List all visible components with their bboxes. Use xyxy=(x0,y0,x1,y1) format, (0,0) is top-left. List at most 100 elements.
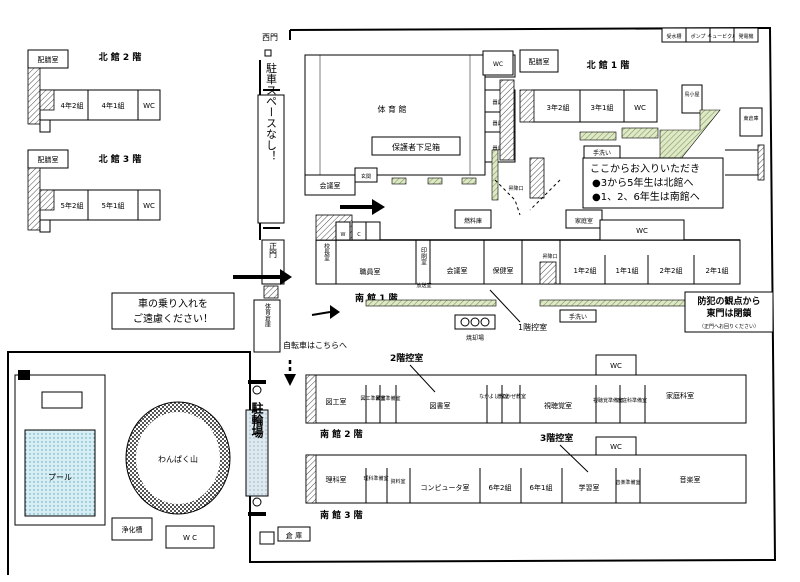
science-prep: 理科準備室 xyxy=(363,475,388,482)
principal-room: 校長室 xyxy=(323,242,330,261)
warehouse: 倉 庫 xyxy=(286,531,302,540)
haizen-label: 配膳室 xyxy=(38,55,59,64)
north1-block xyxy=(531,89,658,123)
staff-room: 職員室 xyxy=(360,267,381,276)
north1-haizen: 配膳室 xyxy=(529,57,550,66)
stair-block xyxy=(27,67,41,125)
wc-label: WC xyxy=(143,102,155,110)
parking-text: 駐車スペースなし！ xyxy=(265,61,278,161)
gym-title: 体 育 館 xyxy=(377,104,406,114)
parking-sign xyxy=(257,94,285,224)
south3-block xyxy=(305,454,747,504)
health-room: 保健室 xyxy=(493,266,514,275)
bird-house: 鳥小屋 xyxy=(684,91,699,98)
south1-entrance: 昇降口 xyxy=(542,253,557,260)
pool-area: プール xyxy=(14,370,106,526)
south2-wc: WC xyxy=(610,362,622,370)
enter-notice: ここからお入りいただき ●3から5年生は北館へ ●1、2、6年生は南館へ xyxy=(582,157,724,209)
north2-block xyxy=(39,89,161,121)
north-3f-title: 北 館 3 階 xyxy=(99,153,142,165)
south3-wc: WC xyxy=(610,443,622,451)
class-5-1: 5年1組 xyxy=(102,201,125,210)
south-3f-title: 南 館 3 階 xyxy=(320,509,363,521)
guardian-box xyxy=(371,136,461,156)
gymnasium: 体 育 館 W C 器具庫 器具庫 器具庫 会議室 玄関 保護者下足箱 xyxy=(304,54,516,196)
stair-block xyxy=(39,89,55,111)
enter-notice-line3: ●1、2、6年生は南館へ xyxy=(592,190,700,203)
gym-entrance-label: 玄関 xyxy=(361,173,371,180)
fuel-store: 燃料庫 xyxy=(464,217,482,225)
study-room: 学習室 xyxy=(579,483,600,492)
south1-wc: WC xyxy=(636,227,648,235)
north1-entrance: 昇降口 xyxy=(508,185,523,192)
car-notice-line2: ご遠慮ください！ xyxy=(133,312,213,325)
east-notice-line1: 防犯の観点から xyxy=(697,295,760,307)
bicycle-arrow-icon xyxy=(284,374,296,386)
north-2f-title: 北 館 2 階 xyxy=(99,51,142,63)
class-4-2: 4年2組 xyxy=(61,101,84,110)
class-1-1: 1年1組 xyxy=(616,266,639,275)
east-gate-notice: 防犯の観点から 東門は閉鎖 （正門へお回りください） xyxy=(684,291,774,333)
broadcast-room: 放送室 xyxy=(416,282,431,289)
north-3f: 配膳室 5年2組 5年1組 WC 北 館 3 階 xyxy=(27,149,161,233)
home-prep: 家庭科準備室 xyxy=(617,397,647,404)
craft-prep: 図工準備室 xyxy=(360,395,385,402)
south1-meeting: 会議室 xyxy=(447,266,468,275)
wc-label: WC xyxy=(143,202,155,210)
gate-post xyxy=(264,49,272,57)
south1-block xyxy=(315,239,741,285)
site-boundary xyxy=(7,26,777,575)
north-1f-title: 北 館 1 階 xyxy=(587,59,630,71)
west-gate-label: 西門 xyxy=(262,33,278,42)
south-2f-title: 南 館 2 階 xyxy=(320,428,363,440)
haizen-label: 配膳室 xyxy=(38,155,59,164)
east-notice-line2: 東門は閉鎖 xyxy=(706,307,752,319)
gym-meeting xyxy=(304,174,356,196)
gym-storage-label: 体育倉庫 xyxy=(264,302,271,328)
computer-room: コンピュータ室 xyxy=(421,483,470,492)
library-prep: 図書準備室 xyxy=(375,395,400,402)
enter-notice-line1: ここからお入りいただき xyxy=(590,163,700,175)
north-2f: 配膳室 4年2組 4年1組 WC 北 館 2 階 xyxy=(27,49,161,133)
wanpaku-label: わんぱく山 xyxy=(158,454,198,464)
south-2f: WC 図工室 図工準備室 図書準備室 図書室 なかよし教室 そよかぜ教室 視聴覚… xyxy=(305,352,747,440)
entry-arrow-icon xyxy=(340,199,385,215)
small-room-1: なかよし教室 xyxy=(479,393,509,400)
stair-block xyxy=(39,189,55,211)
north1-handwash: 手洗い xyxy=(593,149,611,157)
svg-text:W: W xyxy=(341,232,346,238)
car-notice-line1: 車の乗り入れを xyxy=(138,297,208,310)
control-room-2f: 2階控室 xyxy=(390,352,423,364)
craft-room: 図工室 xyxy=(326,397,347,406)
utility-block: 受水槽 ポンプ キュービクル 発電機 xyxy=(661,27,759,43)
water-tank: 受水槽 xyxy=(666,33,681,40)
control-room-3f: 3階控室 xyxy=(540,432,573,444)
purifier: 浄化槽 xyxy=(122,525,143,534)
svg-text:C: C xyxy=(357,232,361,238)
south-1f: 校長室 職員室 印刷室 会議室 保健室 昇降口 1年2組 1年1組 2年2組 2… xyxy=(315,209,741,304)
pool xyxy=(24,429,96,517)
music-prep: 音楽準備室 xyxy=(615,479,640,486)
generator: 発電機 xyxy=(738,33,753,40)
pump: ポンプ xyxy=(691,33,706,40)
gym-storage xyxy=(253,299,281,353)
class-6-1: 6年1組 xyxy=(530,483,553,492)
enter-notice-line2: ●3から5年生は北館へ xyxy=(592,176,693,189)
home-room: 家庭科室 xyxy=(666,391,694,400)
gym-floor xyxy=(304,54,486,176)
guardian-box-label: 保護者下足箱 xyxy=(392,142,440,152)
stair-block xyxy=(39,119,51,133)
class-5-2: 5年2組 xyxy=(61,201,84,210)
south-3f: WC 理科室 理科準備室 資料室 コンピュータ室 6年2組 6年1組 学習室 音… xyxy=(305,432,747,521)
stair-block xyxy=(39,219,51,233)
main-gate-box xyxy=(261,239,285,285)
control-room-1f: 1階控室 xyxy=(518,322,547,332)
small-room-2: そよかぜ教室 xyxy=(496,393,526,400)
car-notice: 車の乗り入れを ご遠慮ください！ xyxy=(111,292,235,330)
class-2-2: 2年2組 xyxy=(660,266,683,275)
north3-block xyxy=(39,189,161,221)
main-gate-arrow-icon xyxy=(233,269,292,285)
east-notice-line3: （正門へお回りください） xyxy=(699,323,759,330)
bicycle-text: 自転車はこちらへ xyxy=(283,340,347,350)
av-room: 視聴覚室 xyxy=(544,401,572,410)
